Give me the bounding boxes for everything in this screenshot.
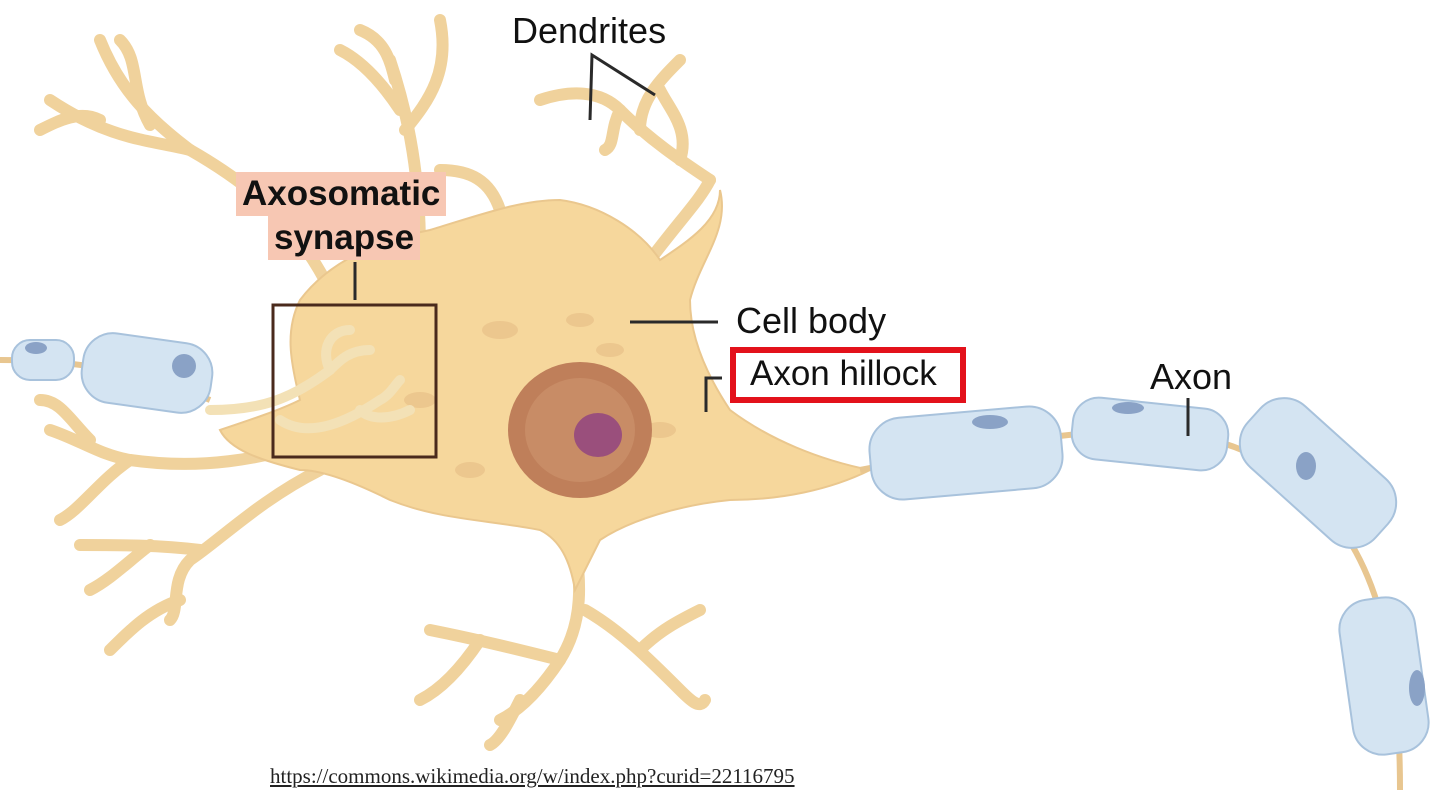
- cell-body-label: Cell body: [736, 300, 887, 341]
- axon-label: Axon: [1150, 356, 1233, 397]
- dendrite-branches: [34, 14, 716, 751]
- axon-hillock-label: Axon hillock: [730, 347, 966, 403]
- axosomatic-label-line2: synapse: [268, 216, 421, 260]
- dendrites-leader: [588, 52, 656, 121]
- dendrites-label: Dendrites: [512, 10, 667, 51]
- presynaptic-terminals: [205, 325, 415, 434]
- source-link[interactable]: https://commons.wikimedia.org/w/index.ph…: [270, 764, 795, 788]
- axosomatic-synapse-label: Axosomatic synapse: [236, 168, 472, 262]
- axon-hillock-leader: [704, 376, 722, 412]
- axosomatic-label-line1: Axosomatic: [236, 172, 447, 216]
- synapse-inset-frame: [271, 303, 438, 459]
- nucleus: [508, 362, 652, 498]
- leader-lines: [353, 52, 1190, 436]
